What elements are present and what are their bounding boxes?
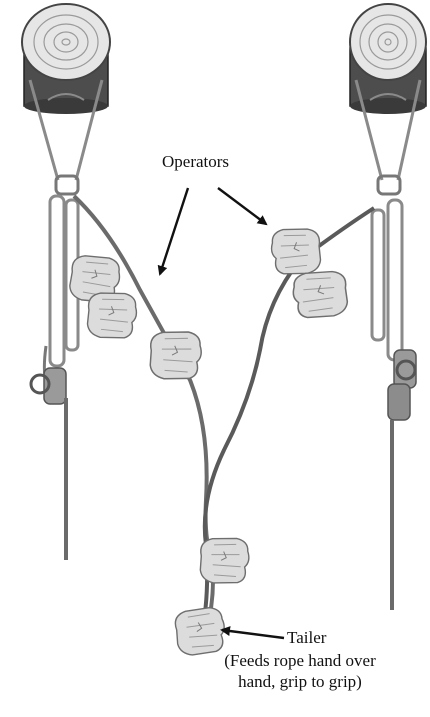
right-operator-upper-glove: [270, 226, 323, 277]
left-operator-lower-glove: [85, 290, 138, 341]
right-pulley-system: [350, 4, 426, 610]
tailer-lower-glove: [174, 607, 226, 656]
operators-left-arrow-icon: [160, 188, 188, 274]
tailer-note-line-1: (Feeds rope hand over: [180, 650, 420, 671]
operators-right-arrow-icon: [218, 188, 266, 224]
tailer-note: (Feeds rope hand over hand, grip to grip…: [180, 650, 420, 692]
tailer-upper-glove: [199, 536, 251, 585]
left-operator-rope-glove: [148, 329, 202, 381]
tailer-note-line-2: hand, grip to grip): [180, 671, 420, 692]
operators-label: Operators: [162, 152, 229, 172]
right-operator-lower-glove: [291, 268, 350, 321]
tailer-label: Tailer: [287, 628, 326, 648]
tailer-arrow-icon: [222, 630, 284, 638]
